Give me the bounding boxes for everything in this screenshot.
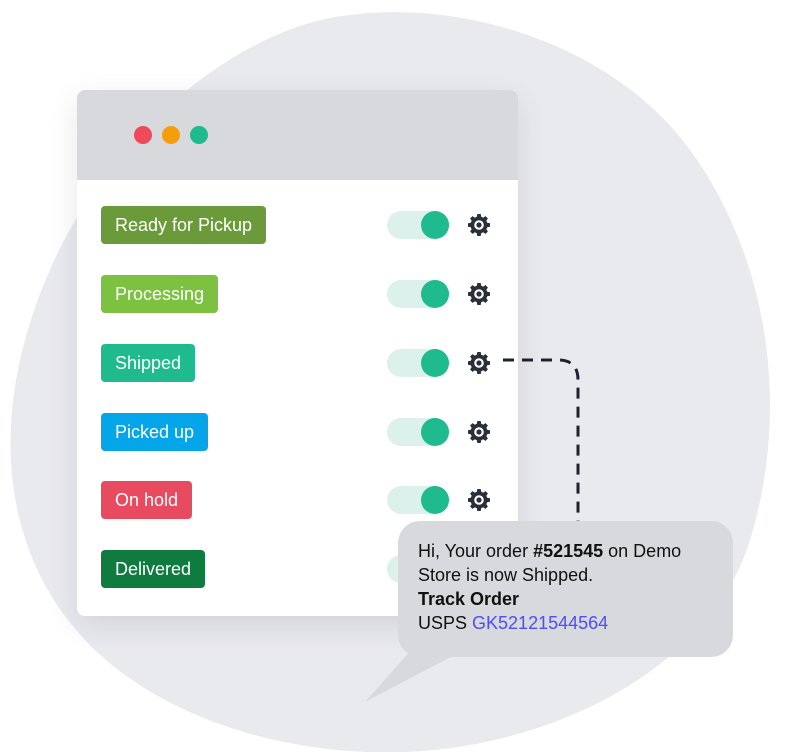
window-titlebar [77, 90, 518, 180]
toggle-knob [421, 486, 449, 514]
order-number: #521545 [533, 541, 604, 561]
status-toggle[interactable] [387, 418, 449, 446]
tracking-number-link[interactable]: GK52121544564 [472, 613, 609, 633]
message-greeting: Hi, Your order [418, 541, 534, 561]
track-order-heading: Track Order [418, 589, 520, 609]
status-toggle[interactable] [387, 486, 449, 514]
minimize-dot[interactable] [162, 126, 180, 144]
status-row-on-hold: On hold [77, 481, 518, 521]
status-row-picked-up: Picked up [77, 413, 518, 453]
status-badge: Processing [101, 275, 219, 313]
gear-icon[interactable] [467, 420, 491, 444]
carrier-name: USPS [418, 613, 473, 633]
close-dot[interactable] [134, 126, 152, 144]
status-badge: Shipped [101, 344, 196, 382]
toggle-knob [421, 349, 449, 377]
status-badge: On hold [101, 481, 193, 519]
gear-icon[interactable] [467, 213, 491, 237]
maximize-dot[interactable] [190, 126, 208, 144]
sms-message: Hi, Your order #521545 on Demo Store is … [418, 539, 728, 635]
toggle-knob [421, 418, 449, 446]
status-toggle[interactable] [387, 280, 449, 308]
sms-notification-bubble [398, 521, 733, 657]
gear-icon[interactable] [467, 351, 491, 375]
status-row-shipped: Shipped [77, 344, 518, 384]
gear-icon[interactable] [467, 488, 491, 512]
status-toggle[interactable] [387, 211, 449, 239]
message-status-text: on Demo Store is now Shipped. [418, 541, 682, 585]
gear-icon[interactable] [467, 282, 491, 306]
status-badge: Delivered [101, 550, 206, 588]
status-toggle[interactable] [387, 349, 449, 377]
toggle-knob [421, 211, 449, 239]
status-row-processing: Processing [77, 275, 518, 315]
toggle-knob [421, 280, 449, 308]
status-badge: Picked up [101, 413, 209, 451]
status-row-ready-for-pickup: Ready for Pickup [77, 206, 518, 246]
status-badge: Ready for Pickup [101, 206, 267, 244]
